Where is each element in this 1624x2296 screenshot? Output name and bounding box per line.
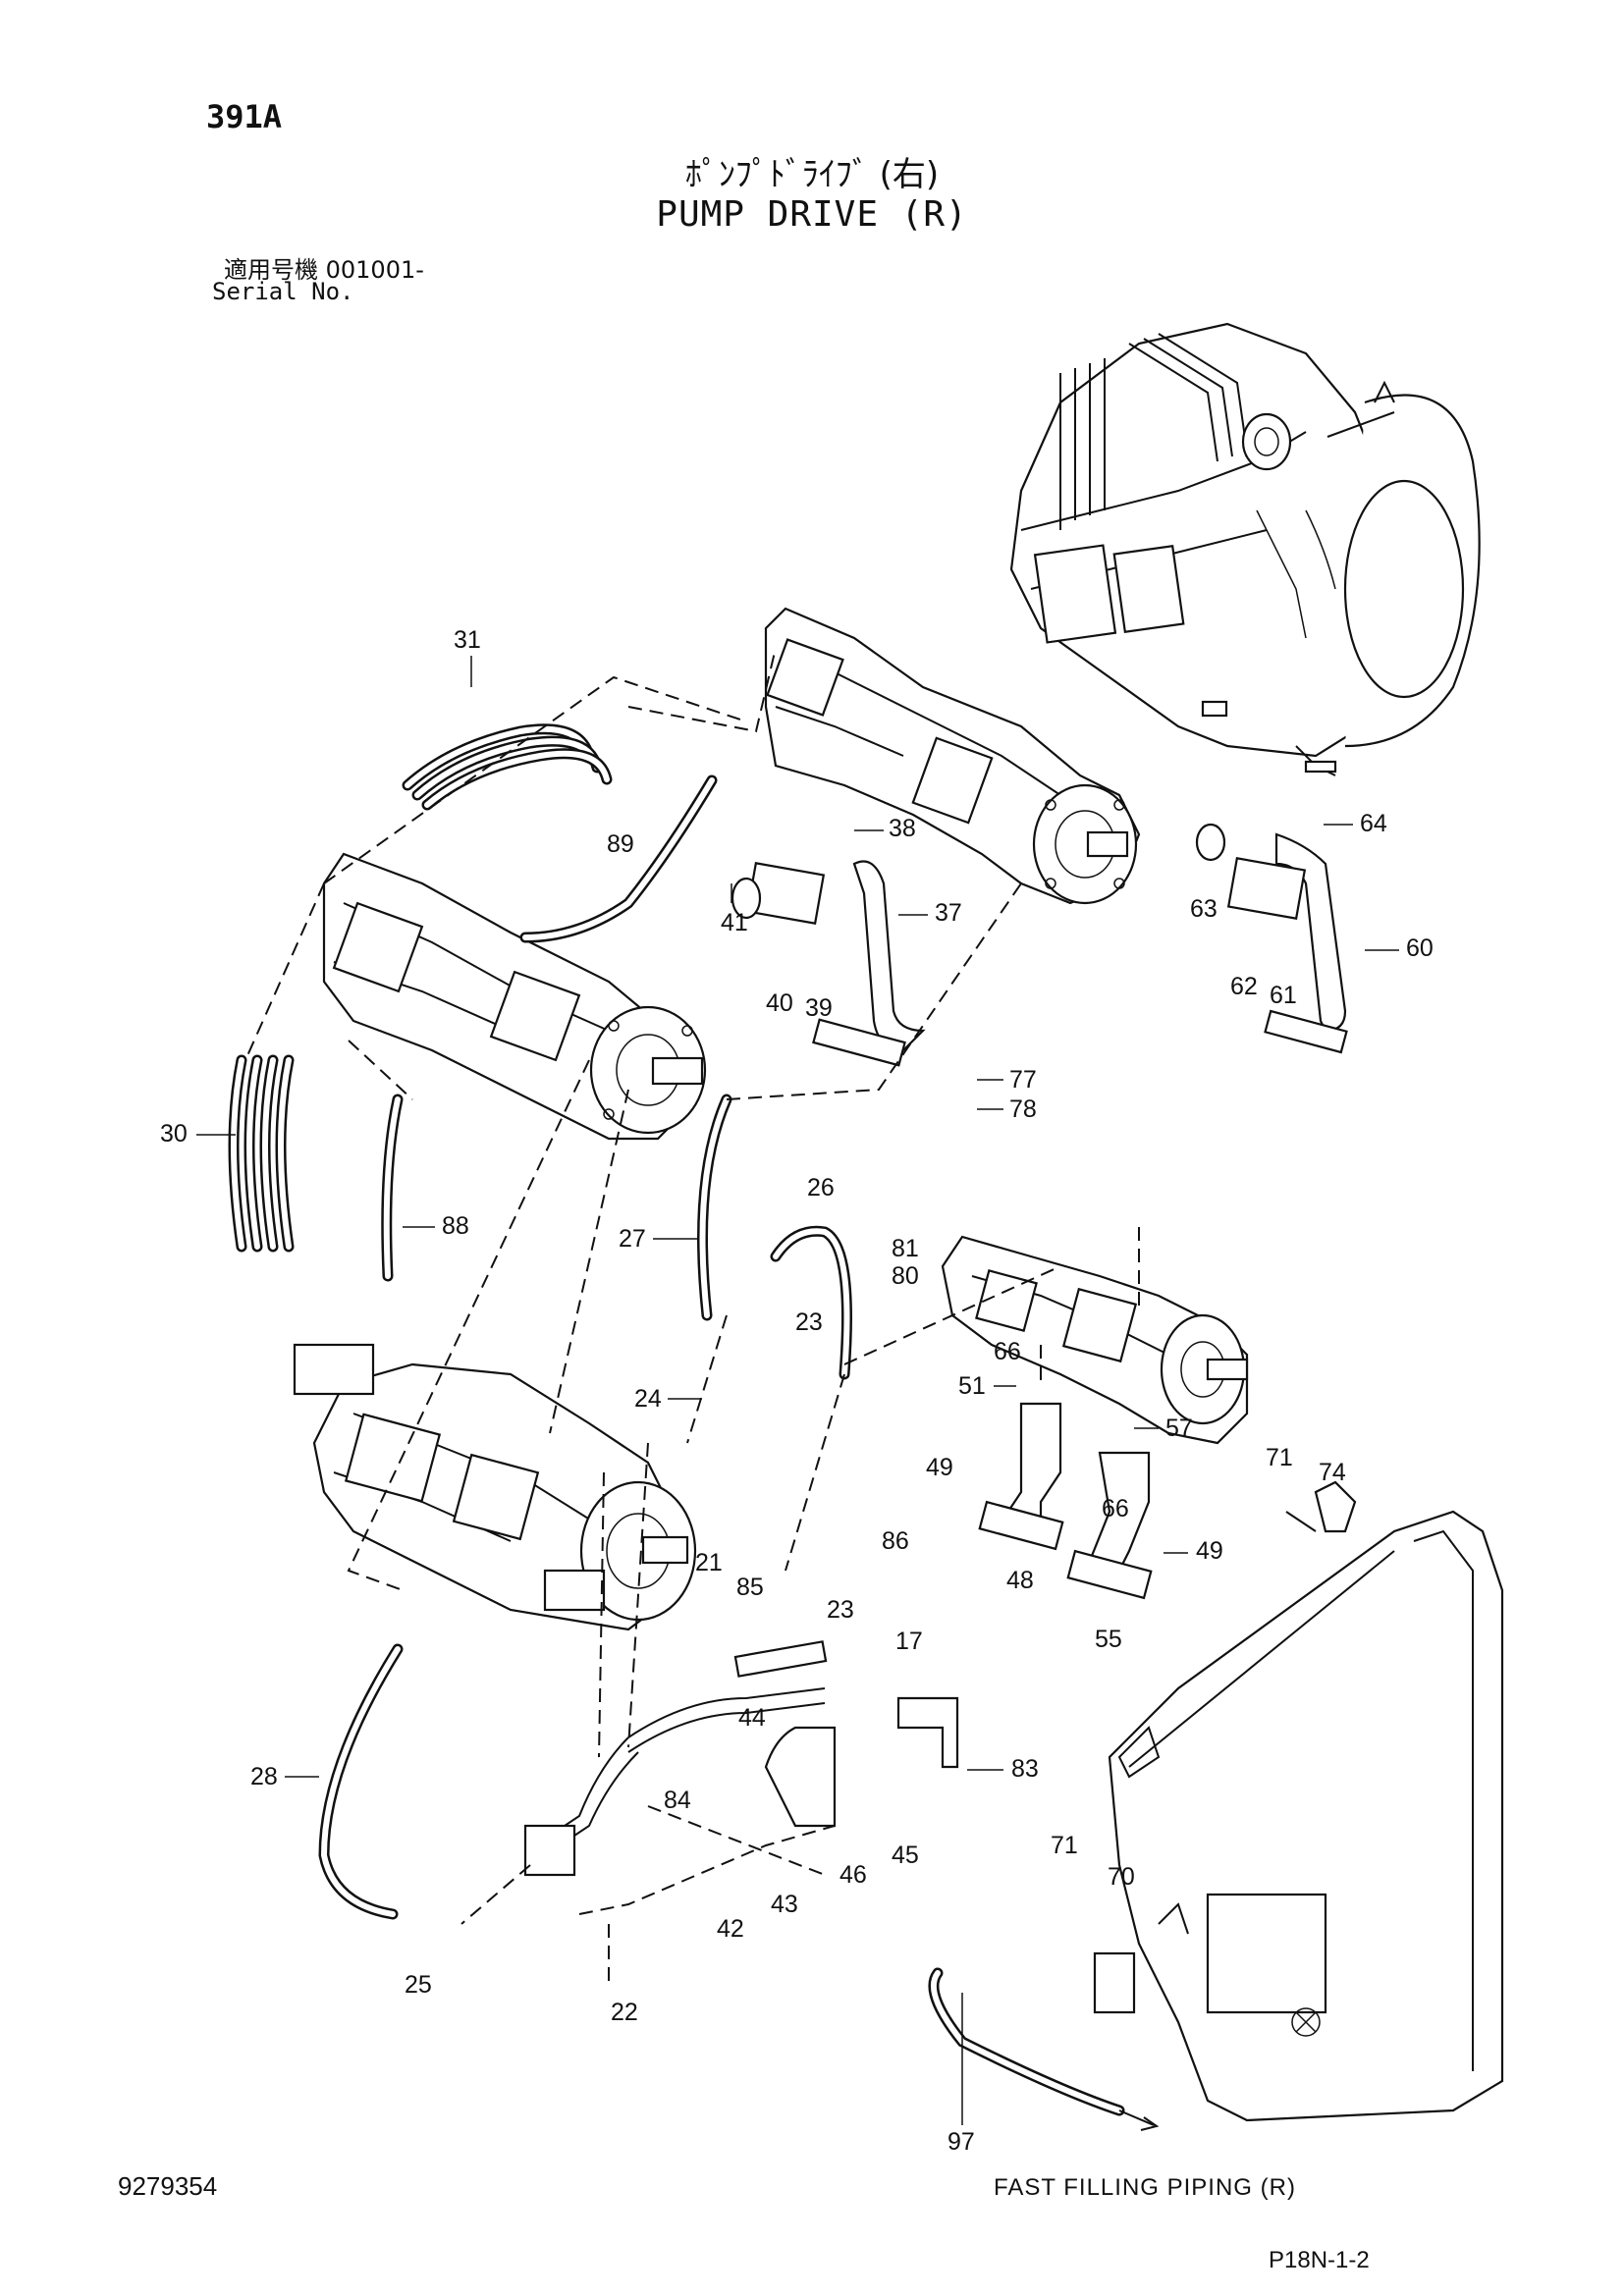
part-callouts: 31 89 41 38 37 40 39 63 64 60 62 61 30 8… [160,626,1434,2156]
serial-label-english: Serial No. [212,278,354,305]
leader-lines [244,647,1317,1983]
document-number: 9279354 [118,2171,218,2201]
callout-46: 46 [839,1861,867,1889]
callout-63: 63 [1190,895,1218,923]
callout-60: 60 [1406,934,1434,962]
callout-62: 62 [1230,973,1258,1000]
callout-51: 51 [958,1372,986,1400]
callout-49-left: 49 [926,1454,953,1481]
callout-43: 43 [771,1891,798,1918]
callout-41: 41 [721,909,748,936]
callout-39: 39 [805,994,833,1022]
callout-38: 38 [889,815,916,842]
callout-25: 25 [405,1971,432,1999]
callout-31: 31 [454,626,481,654]
callout-55: 55 [1095,1626,1122,1653]
hoses [228,723,1160,2131]
sheet-id: 391A [206,98,283,135]
callout-77: 77 [1009,1066,1037,1094]
callout-21: 21 [695,1549,723,1576]
callout-27: 27 [619,1225,646,1253]
callout-70: 70 [1108,1863,1135,1891]
callout-85: 85 [736,1574,764,1601]
fast-filling-note: FAST FILLING PIPING (R) [994,2174,1296,2201]
callout-42: 42 [717,1915,744,1943]
page-code: P18N-1-2 [1269,2247,1370,2273]
callout-88: 88 [442,1212,469,1240]
callout-49-right: 49 [1196,1537,1223,1565]
title-japanese: ﾎﾟﾝﾌﾟﾄﾞﾗｲﾌﾞ (右) [684,155,940,194]
pipes-and-fittings [523,823,1357,2014]
callout-89: 89 [607,830,634,858]
callout-97: 97 [947,2128,975,2156]
title-english: PUMP DRIVE (R) [656,194,968,235]
callout-17: 17 [895,1628,923,1655]
callout-22: 22 [611,1999,638,2026]
callout-24: 24 [634,1385,662,1413]
callout-44: 44 [738,1704,766,1732]
callout-48: 48 [1006,1567,1034,1594]
callout-71-upper: 71 [1266,1444,1293,1471]
engine-assembly [1009,322,1481,776]
callout-66-upper: 66 [994,1338,1021,1365]
callout-26: 26 [807,1174,835,1201]
callout-37: 37 [935,899,962,927]
callout-28: 28 [250,1763,278,1790]
callout-66-lower: 66 [1102,1495,1129,1522]
callout-86: 86 [882,1527,909,1555]
callout-23-upper: 23 [795,1308,823,1336]
callout-71-lower: 71 [1051,1832,1078,1859]
callout-80: 80 [892,1262,919,1290]
serial-label-japanese: 適用号機 001001- [224,256,424,284]
callout-61: 61 [1270,982,1297,1009]
callout-40: 40 [766,989,793,1017]
callout-78: 78 [1009,1095,1037,1123]
hydraulic-pump-middle [322,852,707,1141]
hydraulic-pump-right [941,1235,1249,1445]
hydraulic-pump-upper [764,607,1141,905]
callout-23-lower: 23 [827,1596,854,1624]
hydraulic-pump-lower [293,1343,697,1631]
callout-30: 30 [160,1120,188,1148]
callout-64: 64 [1360,810,1387,837]
callout-74: 74 [1319,1459,1346,1486]
callout-45: 45 [892,1842,919,1869]
callout-81: 81 [892,1235,919,1262]
callout-57: 57 [1165,1415,1193,1442]
callout-83: 83 [1011,1755,1039,1783]
callout-84: 84 [664,1787,691,1814]
tank-housing [1108,1510,1504,2122]
